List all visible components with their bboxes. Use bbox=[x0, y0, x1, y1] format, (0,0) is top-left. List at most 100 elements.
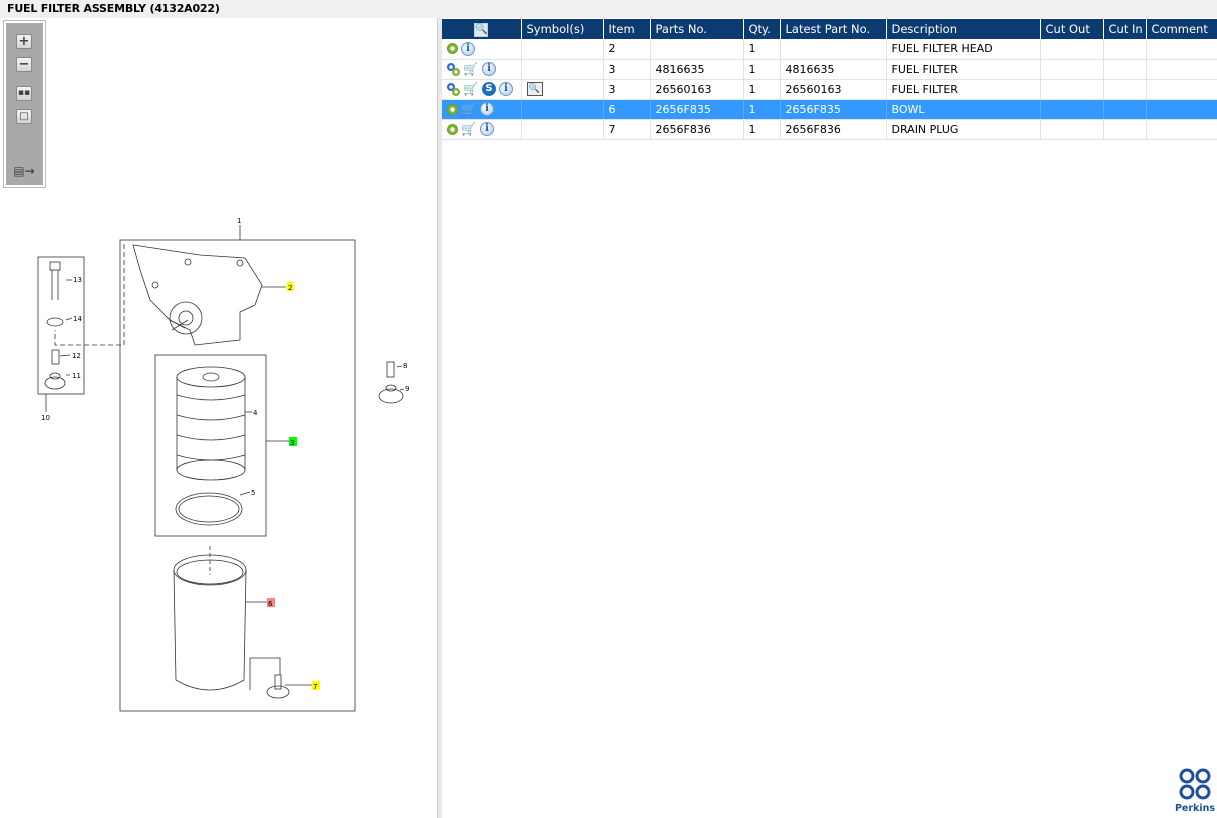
comment-cell bbox=[1146, 59, 1217, 80]
item-cell: 7 bbox=[603, 119, 651, 140]
info-icon[interactable]: i bbox=[480, 122, 494, 136]
cut-in-cell bbox=[1103, 59, 1147, 80]
column-header-qty[interactable]: Qty. bbox=[743, 19, 781, 39]
part-number-cell: 4816635 bbox=[650, 59, 744, 80]
page-title: FUEL FILTER ASSEMBLY (4132A022) bbox=[0, 0, 1217, 18]
callout-4[interactable]: 4 bbox=[253, 409, 258, 417]
cart-icon[interactable]: 🛒 bbox=[463, 61, 478, 76]
row-actions: i bbox=[442, 39, 522, 60]
callout-10[interactable]: 10 bbox=[41, 414, 50, 422]
cart-icon[interactable]: 🛒 bbox=[461, 101, 476, 116]
column-header-description[interactable]: Description bbox=[886, 19, 1041, 39]
column-header-comment[interactable]: Comment bbox=[1146, 19, 1217, 39]
quantity-cell: 1 bbox=[743, 59, 781, 80]
description-cell: BOWL bbox=[886, 99, 1041, 120]
book-icon[interactable]: 🔍 bbox=[526, 82, 543, 96]
perkins-emblem-icon bbox=[1179, 768, 1211, 800]
column-header-latest-part-no[interactable]: Latest Part No. bbox=[780, 19, 887, 39]
column-header-symbol-s[interactable]: Symbol(s) bbox=[521, 19, 604, 39]
parts-diagram[interactable]: 1 2 3 4 5 6 7 8 9 10 11 12 13 14 bbox=[0, 18, 437, 818]
callout-11[interactable]: 11 bbox=[72, 372, 81, 380]
comment-cell bbox=[1146, 99, 1217, 120]
toggle-panel-button[interactable]: ▤→ bbox=[13, 163, 35, 178]
comment-cell bbox=[1146, 119, 1217, 140]
callout-8[interactable]: 8 bbox=[403, 362, 407, 370]
info-icon[interactable]: i bbox=[482, 62, 496, 76]
zoom-toolbar: + − ▪▪ □ ▤→ bbox=[3, 20, 46, 188]
callout-5[interactable]: 5 bbox=[251, 489, 255, 497]
minus-icon: − bbox=[18, 57, 30, 72]
item-cell: 3 bbox=[603, 59, 651, 80]
callout-14[interactable]: 14 bbox=[73, 315, 82, 323]
symbols-cell: 🔍 bbox=[521, 79, 604, 100]
fit-all-button[interactable]: ▪▪ bbox=[16, 86, 32, 101]
item-cell: 2 bbox=[603, 39, 651, 60]
info-icon[interactable]: i bbox=[480, 102, 494, 116]
latest-part-number-cell: 26560163 bbox=[780, 79, 887, 100]
callout-7[interactable]: 7 bbox=[313, 683, 317, 691]
cut-out-cell bbox=[1040, 59, 1104, 80]
logo-text: Perkins bbox=[1174, 803, 1216, 814]
plus-icon: + bbox=[18, 34, 30, 49]
cut-out-cell bbox=[1040, 79, 1104, 100]
gears-icon[interactable] bbox=[447, 62, 460, 76]
latest-part-number-cell: 2656F835 bbox=[780, 99, 887, 120]
latest-part-number-cell: 4816635 bbox=[780, 59, 887, 80]
cart-icon[interactable]: 🛒 bbox=[463, 81, 478, 96]
splitter[interactable] bbox=[437, 18, 442, 818]
callout-3[interactable]: 3 bbox=[290, 439, 294, 447]
gear-icon[interactable] bbox=[447, 103, 458, 115]
row-actions: 🛒i bbox=[442, 59, 522, 80]
part-number-cell bbox=[650, 39, 744, 60]
description-cell: FUEL FILTER bbox=[886, 59, 1041, 80]
item-cell: 3 bbox=[603, 79, 651, 100]
cut-out-cell bbox=[1040, 39, 1104, 60]
zoom-out-button[interactable]: − bbox=[16, 57, 32, 72]
info-icon[interactable]: i bbox=[461, 41, 475, 56]
gears-icon[interactable] bbox=[447, 82, 460, 96]
part-number-cell: 26560163 bbox=[650, 79, 744, 100]
row-actions: 🛒i bbox=[442, 99, 522, 120]
grid-icon: ▪▪ bbox=[17, 88, 31, 98]
cut-in-cell bbox=[1103, 39, 1147, 60]
column-header-item[interactable]: Item bbox=[603, 19, 651, 39]
info-icon[interactable]: i bbox=[499, 82, 513, 96]
item-cell: 6 bbox=[603, 99, 651, 120]
column-header-cut-out[interactable]: Cut Out bbox=[1040, 19, 1104, 39]
column-header-parts-no[interactable]: Parts No. bbox=[650, 19, 744, 39]
description-cell: FUEL FILTER HEAD bbox=[886, 39, 1041, 60]
part-number-cell: 2656F836 bbox=[650, 119, 744, 140]
comment-cell bbox=[1146, 79, 1217, 100]
row-actions: 🛒i bbox=[442, 119, 522, 140]
panel-arrow-icon: ▤→ bbox=[13, 163, 35, 178]
symbols-cell bbox=[521, 39, 604, 60]
callout-2[interactable]: 2 bbox=[288, 284, 292, 292]
find-icon: 🔍 bbox=[474, 23, 489, 37]
diagram-panel[interactable]: 1 2 3 4 5 6 7 8 9 10 11 12 13 14 + − ▪▪ … bbox=[0, 18, 437, 818]
gear-icon[interactable] bbox=[447, 43, 458, 55]
part-number-cell: 2656F835 bbox=[650, 99, 744, 120]
cut-in-cell bbox=[1103, 79, 1147, 100]
callout-1[interactable]: 1 bbox=[237, 217, 241, 225]
supersession-icon[interactable]: S bbox=[482, 82, 496, 96]
callout-12[interactable]: 12 bbox=[72, 352, 81, 360]
zoom-in-button[interactable]: + bbox=[16, 34, 32, 49]
quantity-cell: 1 bbox=[743, 99, 781, 120]
gear-icon[interactable] bbox=[447, 123, 458, 135]
cut-out-cell bbox=[1040, 99, 1104, 120]
callout-6[interactable]: 6 bbox=[268, 600, 273, 608]
callout-13[interactable]: 13 bbox=[73, 276, 82, 284]
column-header-cut-in[interactable]: Cut In bbox=[1103, 19, 1147, 39]
column-header-find[interactable]: 🔍 bbox=[442, 19, 522, 39]
cart-icon[interactable]: 🛒 bbox=[461, 121, 476, 136]
symbols-cell bbox=[521, 59, 604, 80]
comment-cell bbox=[1146, 39, 1217, 60]
callout-9[interactable]: 9 bbox=[405, 385, 409, 393]
actual-size-button[interactable]: □ bbox=[16, 109, 32, 124]
